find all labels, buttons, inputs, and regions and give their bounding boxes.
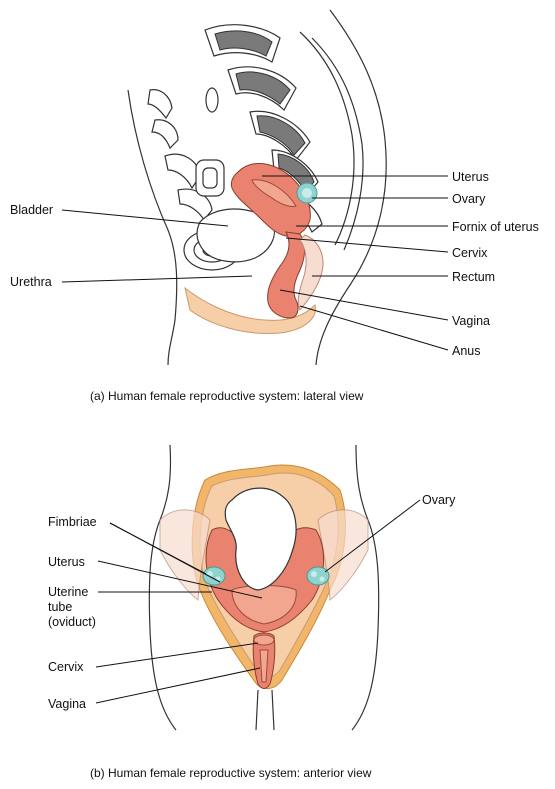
uterus-lumen	[251, 179, 297, 207]
label-anus: Anus	[452, 344, 481, 358]
leader-anus	[299, 305, 449, 351]
label-vagina: Vagina	[452, 314, 490, 328]
label-urethra: Urethra	[10, 275, 52, 289]
torso-outline-left	[148, 444, 177, 731]
label-uterine-tube-line3: (oviduct)	[48, 615, 96, 629]
leader-cervix-b	[95, 642, 259, 668]
label-cervix: Cervix	[452, 246, 488, 260]
ovary-left	[202, 566, 226, 586]
label-bladder: Bladder	[10, 203, 53, 217]
torso-outline-right	[351, 444, 380, 731]
vagina-lateral	[267, 231, 305, 319]
cervix-anterior	[253, 634, 275, 646]
label-uterus-b: Uterus	[48, 555, 85, 569]
leader-ovary-b	[324, 499, 421, 573]
caption-lateral-view: (a) Human female reproductive system: la…	[90, 389, 364, 403]
bladder	[196, 208, 275, 263]
leader-urethra	[61, 275, 253, 283]
lateral-view-panel: Uterus Ovary Fornix of uterus Cervix Rec…	[10, 9, 539, 403]
label-ovary-b: Ovary	[422, 493, 456, 507]
leader-bladder	[61, 209, 229, 227]
body-outline-back	[315, 9, 387, 366]
leader-cervix	[285, 237, 449, 253]
perineum-skin	[184, 286, 316, 334]
leader-uterus-b	[97, 560, 263, 599]
label-uterine-tube-line2: tube	[48, 600, 72, 614]
label-fornix-of-uterus: Fornix of uterus	[452, 220, 539, 234]
leader-vagina-b	[95, 667, 261, 704]
left-ilium	[159, 509, 211, 601]
label-uterine-tube-line1: Uterine	[48, 585, 88, 599]
label-fimbriae: Fimbriae	[48, 515, 97, 529]
leg-gap	[255, 689, 275, 731]
leader-vagina	[279, 289, 449, 321]
label-uterus: Uterus	[452, 170, 489, 184]
right-ilium	[317, 509, 369, 601]
label-rectum: Rectum	[452, 270, 495, 284]
label-cervix-b: Cervix	[48, 660, 84, 674]
intestine	[224, 487, 297, 591]
caption-anterior-view: (b) Human female reproductive system: an…	[90, 766, 372, 780]
ovary-right	[306, 566, 330, 586]
rectum	[297, 234, 324, 311]
leader-fimbriae-2	[109, 522, 221, 583]
label-ovary: Ovary	[452, 192, 486, 206]
anterior-view-panel: Fimbriae Uterus Uterine tube (oviduct) C…	[48, 444, 456, 780]
body-outline-front	[127, 89, 178, 366]
label-vagina-b: Vagina	[48, 697, 86, 711]
spine	[204, 24, 364, 251]
